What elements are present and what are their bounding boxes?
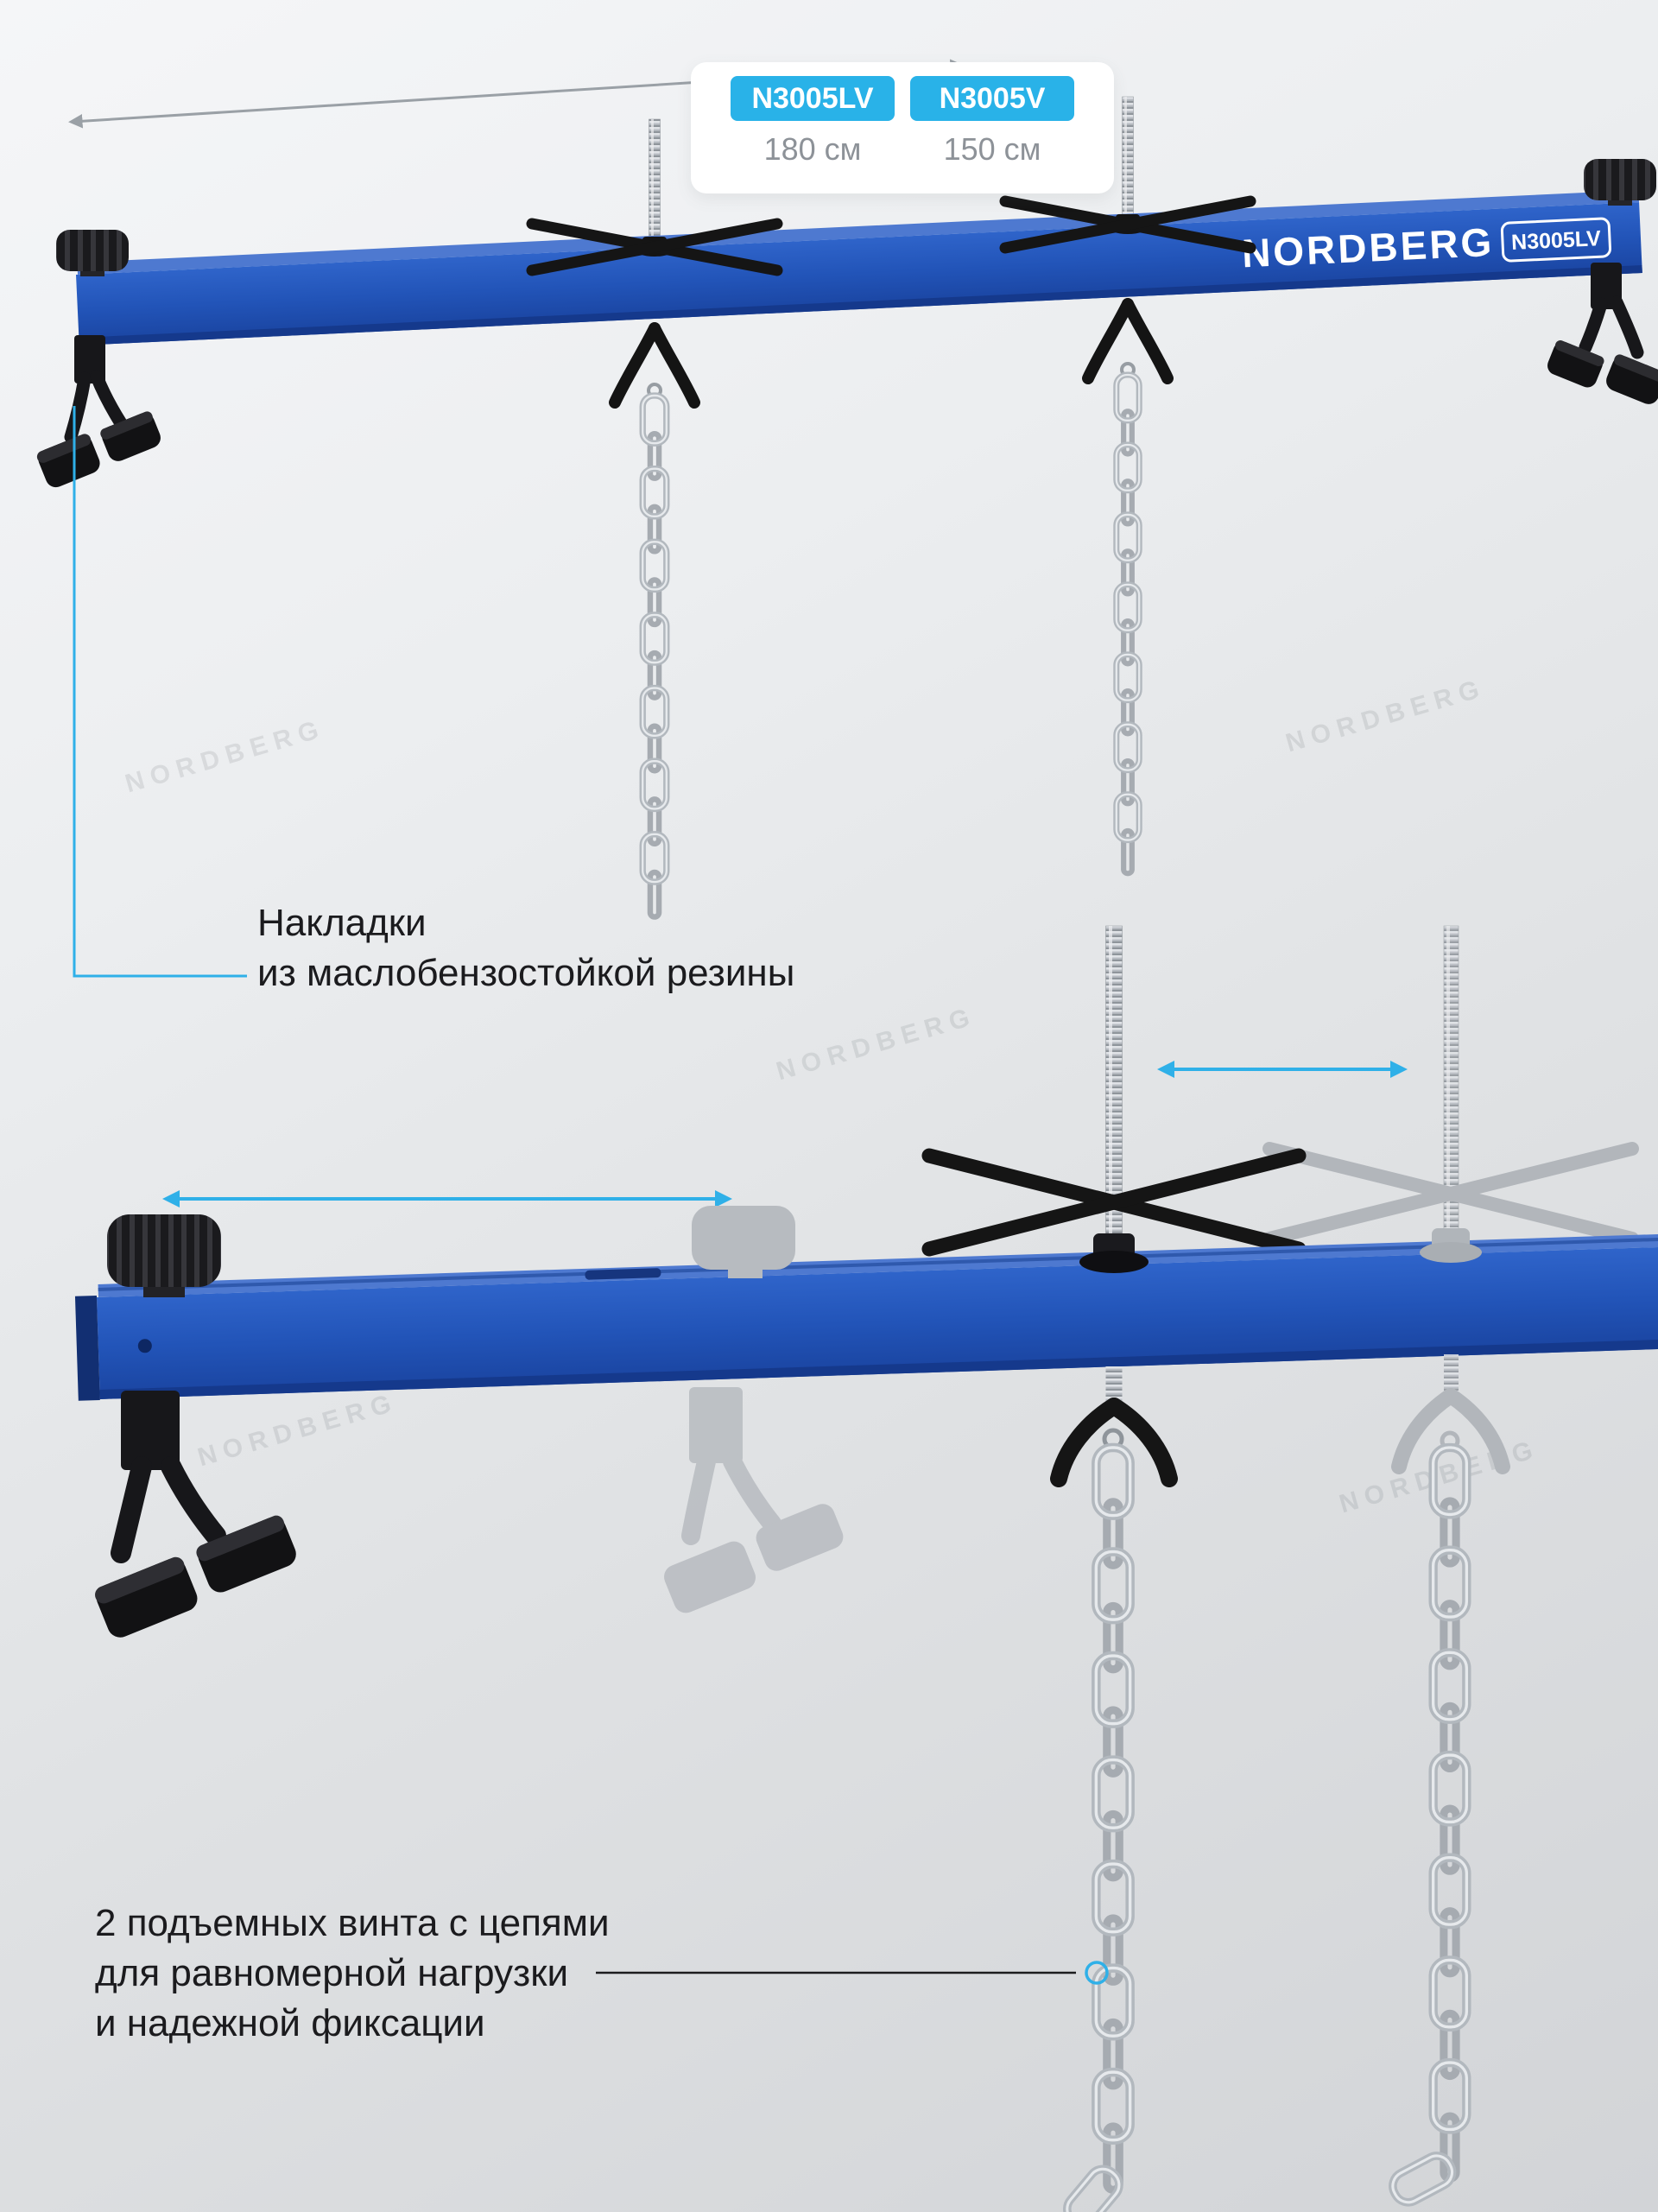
tommy-bar-ghost xyxy=(1262,1142,1639,1245)
annotation-pads-line1: Накладки xyxy=(257,902,427,944)
annotation-screws: 2 подъемных винта с цепями для равномерн… xyxy=(95,1898,610,2049)
screw-collar-main xyxy=(1079,1233,1149,1273)
support-beam: NORDBERG N3005LV xyxy=(76,190,1642,345)
beam-bottom-edge xyxy=(79,264,1642,345)
lifting-screw-rod-main xyxy=(1105,925,1123,1265)
lifting-chain-left xyxy=(642,396,667,917)
model-card: N3005LV 180 см N3005V 150 см xyxy=(691,62,1114,193)
tommy-bar-left xyxy=(526,218,783,276)
model-code-badge: N3005LV xyxy=(731,76,895,121)
model-variant-n3005v: N3005V 150 см xyxy=(910,76,1074,168)
annotation-screws-line2: для равномерной нагрузки xyxy=(95,1952,569,1994)
chain-fork-ghost xyxy=(1391,1354,1510,1474)
rubber-pad xyxy=(1606,354,1658,404)
support-beam-closeup xyxy=(74,1233,1658,1401)
annotation-screws-line1: 2 подъемных винта с цепями xyxy=(95,1902,610,1944)
lifting-chain-main xyxy=(1096,1448,1130,2190)
model-length-label: 150 см xyxy=(943,131,1041,167)
lifting-screw-rod-ghost xyxy=(1443,925,1459,1258)
rubber-pad xyxy=(100,411,161,461)
screw-collar-ghost xyxy=(1420,1228,1482,1263)
beam-front-face xyxy=(76,202,1642,345)
beam-bottom-edge xyxy=(99,1339,1658,1399)
lifting-chain-ghost xyxy=(1433,1448,1467,2178)
lifting-screw-rod-left xyxy=(649,118,661,251)
annotation-pads: Накладки из маслобензостойкой резины xyxy=(257,898,794,998)
locking-knob-main xyxy=(107,1214,221,1297)
locking-knob-ghost xyxy=(692,1206,795,1278)
chain-fork-main xyxy=(1050,1366,1178,1487)
beam-top-face xyxy=(77,190,1640,275)
chain-end-link xyxy=(1388,2151,1457,2208)
locking-knob-left xyxy=(56,230,129,276)
locking-knob-right xyxy=(1584,159,1656,206)
beam-mount-slot xyxy=(585,1268,661,1280)
support-hook-left xyxy=(36,335,161,488)
model-length-label: 180 см xyxy=(763,131,862,167)
chain-fork-left xyxy=(609,322,700,409)
beam-pin-hole xyxy=(137,1339,152,1353)
beam-end-cap xyxy=(74,1296,100,1401)
support-hook-main xyxy=(95,1391,296,1638)
chain-callout-marker xyxy=(1085,1961,1109,1985)
rubber-pad xyxy=(196,1515,296,1593)
annotation-screws-line3: и надежной фиксации xyxy=(95,2002,485,2044)
rubber-pad xyxy=(95,1556,198,1638)
chain-fork-right xyxy=(1082,298,1174,384)
model-variant-n3005lv: N3005LV 180 см xyxy=(731,76,895,168)
model-code-badge: N3005V xyxy=(910,76,1074,121)
annotation-pads-line2: из маслобензостойкой резины xyxy=(257,952,795,994)
support-hook-ghost xyxy=(664,1387,844,1613)
support-hook-right xyxy=(1547,263,1658,404)
lifting-screw-rod-right xyxy=(1122,96,1134,229)
chain-end-link xyxy=(1061,2163,1125,2212)
lifting-chain-right xyxy=(1117,375,1139,873)
tommy-bar-right xyxy=(999,195,1256,254)
tommy-bar-main xyxy=(921,1148,1307,1257)
beam-model-badge-frame xyxy=(1500,217,1612,263)
pads-callout-line xyxy=(73,406,247,978)
rubber-pad xyxy=(1547,340,1604,388)
beam-model-badge-label: N3005LV xyxy=(1511,226,1602,255)
rubber-pad xyxy=(36,434,100,488)
beam-slot-groove xyxy=(98,1237,1658,1291)
